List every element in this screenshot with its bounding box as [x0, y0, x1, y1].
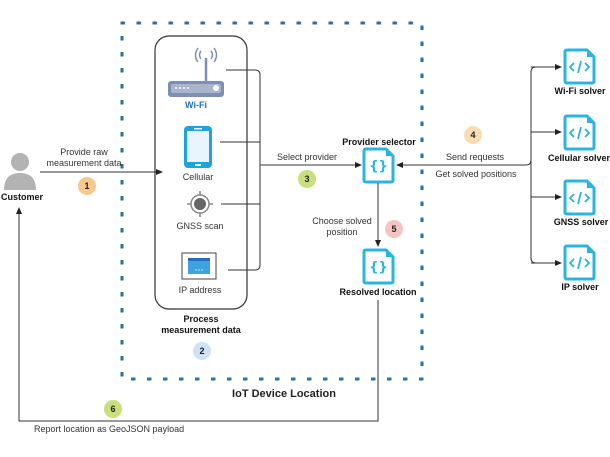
- gnss-solver-icon: [563, 179, 596, 216]
- wifi-router-icon: [168, 47, 224, 97]
- provider-selector-label: Provider selector: [342, 137, 416, 147]
- customer-icon: [4, 153, 36, 190]
- edge-report: [16, 207, 379, 422]
- provider-label-gnss: GNSS scan: [176, 221, 224, 231]
- provider-label-ip: IP address: [178, 285, 222, 295]
- provider-label-cellular: Cellular: [182, 172, 214, 182]
- provider-label-wifi: Wi-Fi: [185, 100, 207, 110]
- edge-label-get-solved: Get solved positions: [435, 169, 517, 179]
- browser-window-icon: [181, 252, 217, 280]
- resolved-location-label: Resolved location: [339, 287, 417, 297]
- step-badge-6: 6: [104, 400, 122, 418]
- svg-text:{}: {}: [369, 260, 388, 275]
- ip-solver-icon: [563, 244, 596, 281]
- solver-label-cellular: Cellular solver: [548, 153, 610, 163]
- solver-label-ip: IP solver: [561, 282, 599, 292]
- edge-label-select-provider: Select provider: [276, 152, 338, 162]
- edge-label-report: Report location as GeoJSON payload: [34, 424, 185, 434]
- process-box-label: Process measurement data: [161, 314, 241, 335]
- wifi-solver-icon: [563, 48, 596, 85]
- svg-text:{}: {}: [369, 159, 388, 174]
- edge-label-choose-solved: Choose solved position: [312, 216, 372, 237]
- cellular-solver-icon: [563, 114, 596, 151]
- solver-label-gnss: GNSS solver: [553, 217, 609, 227]
- resolved-location-icon: {}: [362, 248, 395, 285]
- edge-label-provide-raw: Provide raw measurement data: [46, 147, 122, 168]
- smartphone-icon: [184, 126, 212, 168]
- customer-label: Customer: [1, 192, 44, 202]
- step-badge-2: 2: [193, 342, 211, 360]
- provider-bracket: [220, 69, 261, 271]
- gnss-target-icon: [187, 191, 213, 217]
- step-badge-3: 3: [298, 170, 316, 188]
- edge-label-send-requests: Send requests: [445, 152, 505, 162]
- step-badge-1: 1: [78, 177, 96, 195]
- group-title: IoT Device Location: [232, 388, 336, 400]
- solver-bracket: [525, 66, 537, 264]
- provider-selector-icon: {}: [362, 147, 395, 184]
- solver-label-wifi: Wi-Fi solver: [554, 86, 606, 96]
- step-badge-4: 4: [464, 126, 482, 144]
- step-badge-5: 5: [385, 220, 403, 238]
